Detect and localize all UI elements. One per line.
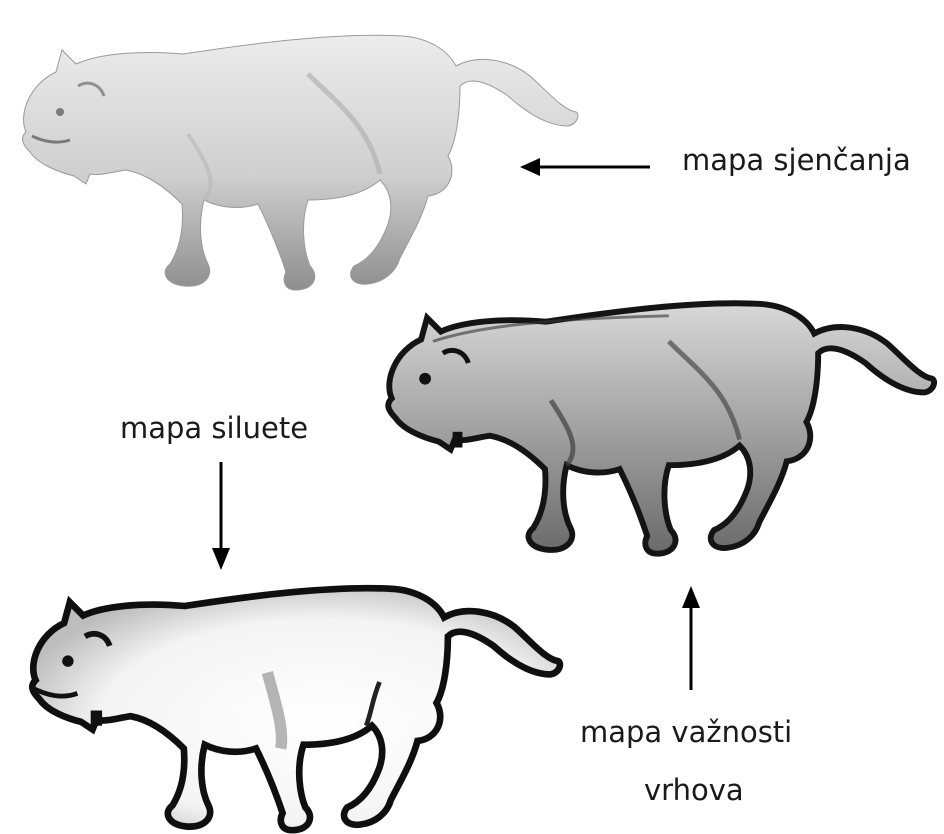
silhouette-arrow xyxy=(206,458,236,574)
importance-arrow xyxy=(676,584,706,694)
vertex-importance-map-render xyxy=(374,280,944,560)
shading-map-label: mapa sjenčanja xyxy=(682,146,911,175)
shading-arrow xyxy=(514,152,654,182)
importance-map-label-line1: mapa važnosti xyxy=(580,718,792,747)
shading-map-render xyxy=(8,14,588,294)
silhouette-map-label: mapa siluete xyxy=(120,414,308,443)
silhouette-map-render xyxy=(4,568,584,834)
importance-map-label-line2: vrhova xyxy=(644,776,744,805)
